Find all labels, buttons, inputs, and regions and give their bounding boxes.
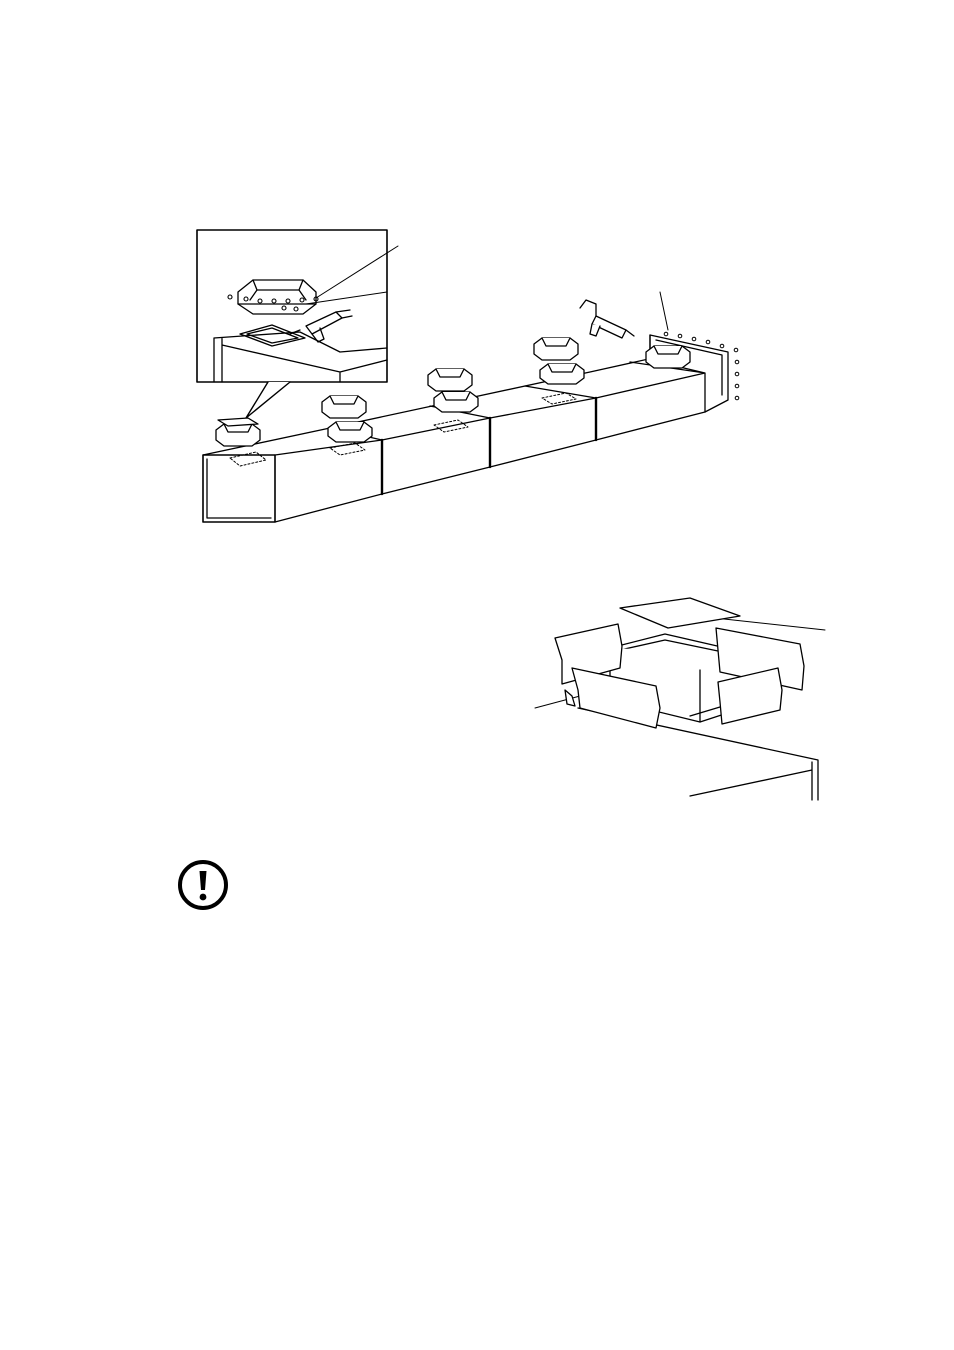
- inset-detail: [197, 230, 398, 418]
- caulk-gun-icon: [290, 310, 352, 342]
- outlet-flaps-illustration: [535, 598, 825, 800]
- exclamation-circle-icon: [176, 858, 230, 912]
- caulk-gun-icon: [580, 300, 634, 338]
